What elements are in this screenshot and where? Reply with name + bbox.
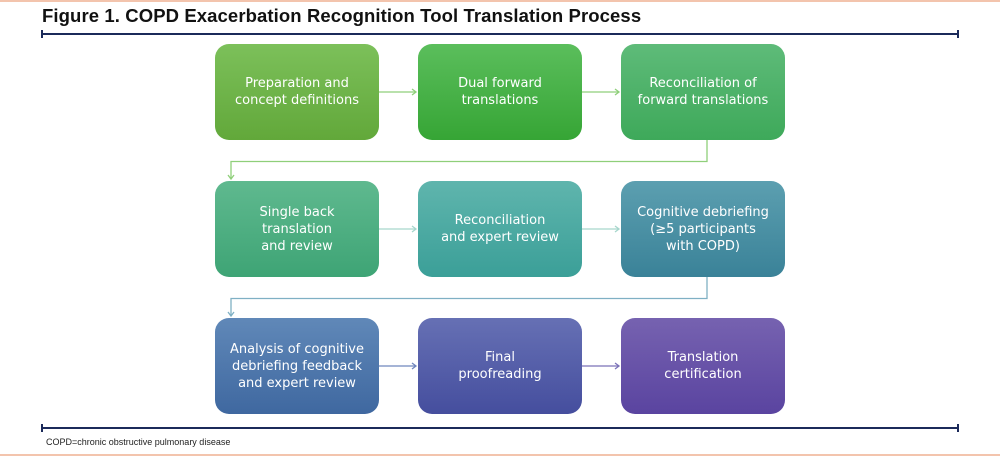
arrowhead-2: [614, 88, 621, 96]
step-reconciliation-expert-review: Reconciliation and expert review: [418, 181, 582, 277]
arrowhead-6: [227, 311, 235, 318]
arrowhead-1: [411, 88, 418, 96]
step-preparation: Preparation and concept definitions: [215, 44, 379, 140]
footer-divider-line: [42, 427, 959, 429]
arrowhead-8: [614, 362, 621, 370]
step-reconciliation-forward: Reconciliation of forward translations: [621, 44, 785, 140]
footer-divider-left-cap: [41, 424, 43, 432]
footnote: COPD=chronic obstructive pulmonary disea…: [46, 437, 231, 447]
step-final-proofreading: Final proofreading: [418, 318, 582, 414]
title-divider-line: [42, 33, 959, 35]
connector-line-6: [230, 277, 708, 316]
step-dual-forward-translations: Dual forward translations: [418, 44, 582, 140]
arrowhead-4: [411, 225, 418, 233]
step-analysis-feedback: Analysis of cognitive debriefing feedbac…: [215, 318, 379, 414]
top-accent-rule: [0, 0, 1000, 2]
figure-title: Figure 1. COPD Exacerbation Recognition …: [42, 5, 642, 26]
footer-divider-right-cap: [957, 424, 959, 432]
arrowhead-3: [227, 174, 235, 181]
arrowhead-7: [411, 362, 418, 370]
bottom-accent-rule: [0, 454, 1000, 456]
step-single-back-translation: Single back translation and review: [215, 181, 379, 277]
connector-line-3: [230, 140, 708, 179]
arrowhead-5: [614, 225, 621, 233]
step-cognitive-debriefing: Cognitive debriefing (≥5 participants wi…: [621, 181, 785, 277]
divider-left-cap: [41, 30, 43, 38]
divider-right-cap: [957, 30, 959, 38]
step-translation-certification: Translation certification: [621, 318, 785, 414]
